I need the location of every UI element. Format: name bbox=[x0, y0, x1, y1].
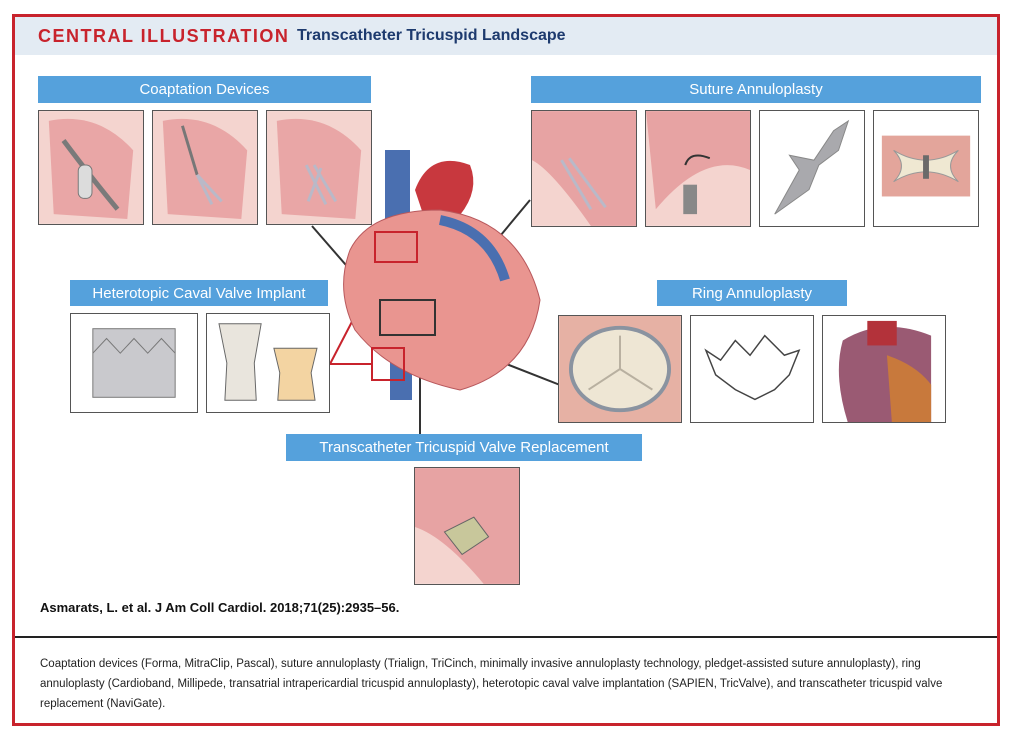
tricvalve-image bbox=[206, 313, 330, 413]
illustration-title: Transcatheter Tricuspid Landscape bbox=[297, 27, 566, 44]
divider bbox=[15, 636, 997, 638]
pledget-suture-image bbox=[873, 110, 979, 227]
trialign-device-image bbox=[531, 110, 637, 227]
citation: Asmarats, L. et al. J Am Coll Cardiol. 2… bbox=[40, 600, 400, 615]
navigate-valve-image bbox=[414, 467, 520, 585]
central-heart-image bbox=[330, 150, 550, 400]
millipede-image bbox=[690, 315, 814, 423]
section-suture-annuloplasty: Suture Annuloplasty bbox=[531, 76, 981, 103]
mitraclip-device-image bbox=[152, 110, 258, 225]
section-ttvr: Transcatheter Tricuspid Valve Replacemen… bbox=[286, 434, 642, 461]
section-coaptation-devices: Coaptation Devices bbox=[38, 76, 371, 103]
figure-caption: Coaptation devices (Forma, MitraClip, Pa… bbox=[40, 658, 943, 710]
pascal-device-image bbox=[266, 110, 372, 225]
sapien-valve-image bbox=[70, 313, 198, 413]
section-heterotopic-caval: Heterotopic Caval Valve Implant bbox=[70, 280, 328, 306]
mia-device-image bbox=[759, 110, 865, 227]
section-ring-annuloplasty: Ring Annuloplasty bbox=[657, 280, 847, 306]
cardioband-image bbox=[558, 315, 682, 423]
illustration-frame bbox=[12, 14, 1000, 726]
central-illustration-label: CENTRAL ILLUSTRATION bbox=[38, 26, 290, 46]
tripta-image bbox=[822, 315, 946, 423]
header-bar bbox=[15, 17, 997, 55]
tricinch-device-image bbox=[645, 110, 751, 227]
forma-device-image bbox=[38, 110, 144, 225]
